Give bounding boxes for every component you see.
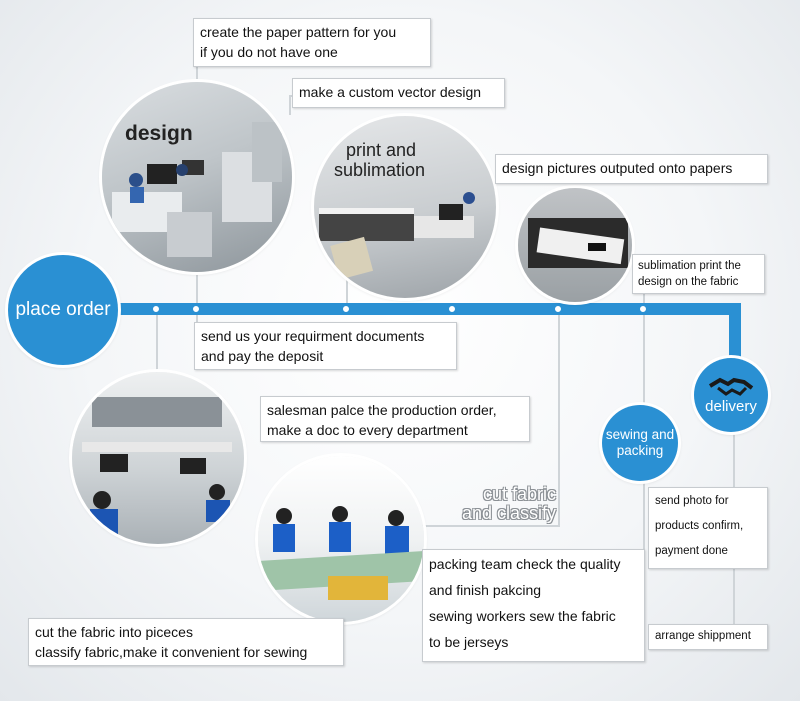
- timeline-dot: [341, 304, 351, 314]
- box-line: to be jerseys: [429, 634, 509, 650]
- sewing-packing-label-2: packing: [616, 443, 664, 458]
- design-pictures-box: design pictures outputed onto papers: [495, 154, 768, 184]
- connector-line: [733, 565, 735, 625]
- cut-fabric-label: cut fabric and classify: [458, 485, 556, 523]
- timeline-bar: [110, 303, 741, 315]
- machine-illustration: [528, 218, 628, 268]
- salesman-box: salesman palce the production order, mak…: [260, 396, 530, 442]
- connector-line: [643, 310, 645, 405]
- box-line: packing team check the quality: [429, 556, 621, 572]
- workers-illustration: [258, 506, 424, 600]
- connector-line: [420, 525, 560, 527]
- box-line: salesman palce the production order,: [267, 402, 497, 418]
- box-line: sewing workers sew the fabric: [429, 608, 616, 624]
- connector-line: [156, 310, 158, 400]
- box-line: design pictures outputed onto papers: [502, 160, 733, 176]
- cut-fabric-label-line: cut fabric: [482, 484, 556, 504]
- sewing-packing-node: sewing and packing: [602, 405, 678, 481]
- box-line: if you do not have one: [200, 44, 338, 60]
- packing-team-box: packing team check the quality and finis…: [422, 549, 645, 662]
- box-line: send us your requirment documents: [201, 328, 425, 344]
- place-order-node: place order: [8, 255, 118, 365]
- timeline-dot: [553, 304, 563, 314]
- box-line: make a doc to every department: [267, 422, 468, 438]
- box-line: arrange shippment: [655, 630, 751, 642]
- connector-line: [733, 425, 735, 495]
- box-line: products confirm,: [655, 520, 744, 532]
- box-line: send photo for: [655, 495, 729, 507]
- delivery-node: delivery: [694, 358, 768, 432]
- delivery-label: delivery: [705, 397, 757, 415]
- sublimation-machine-photo: [518, 188, 632, 302]
- print-photo-label-2: sublimation: [334, 160, 426, 180]
- connector-line: [289, 95, 291, 115]
- send-photo-box: send photo for products confirm, payment…: [648, 487, 768, 569]
- box-line: and pay the deposit: [201, 348, 324, 364]
- place-order-label: place order: [15, 299, 111, 320]
- send-docs-box: send us your requirment documents and pa…: [194, 322, 457, 370]
- box-line: classify fabric,make it convenient for s…: [35, 644, 308, 660]
- print-room-photo: [314, 116, 496, 298]
- box-line: create the paper pattern for you: [200, 24, 397, 40]
- box-line: sublimation print the: [638, 260, 741, 272]
- arrange-shipment-box: arrange shippment: [648, 624, 768, 650]
- box-line: and finish pakcing: [429, 582, 542, 598]
- vector-design-box: make a custom vector design: [292, 78, 505, 108]
- connector-line: [196, 310, 198, 330]
- handshake-icon: [708, 377, 754, 396]
- box-line: payment done: [655, 545, 728, 557]
- timeline-dot: [638, 304, 648, 314]
- connector-line: [558, 310, 560, 525]
- paper-pattern-box: create the paper pattern for you if you …: [193, 18, 431, 67]
- timeline-dot: [191, 304, 201, 314]
- sublimation-print-box: sublimation print the design on the fabr…: [632, 254, 765, 294]
- printer-illustration: [319, 192, 475, 280]
- box-line: make a custom vector design: [299, 84, 482, 100]
- design-office-photo: [102, 82, 292, 272]
- sales-office-illustration: [82, 397, 232, 534]
- box-line: design on the fabric: [638, 276, 739, 288]
- timeline-dot: [447, 304, 457, 314]
- cut-fabric-label-line: and classify: [461, 503, 556, 523]
- cutting-workers-photo: [258, 456, 424, 622]
- print-photo-label-1: print and: [346, 140, 417, 160]
- box-line: cut the fabric into piceces: [35, 624, 193, 640]
- office-illustration: [112, 122, 282, 257]
- cut-pieces-box: cut the fabric into piceces classify fab…: [28, 618, 344, 666]
- design-photo-label: design: [125, 122, 193, 145]
- timeline-dot: [151, 304, 161, 314]
- sales-office-photo: [72, 372, 244, 544]
- sewing-packing-label-1: sewing and: [605, 427, 675, 442]
